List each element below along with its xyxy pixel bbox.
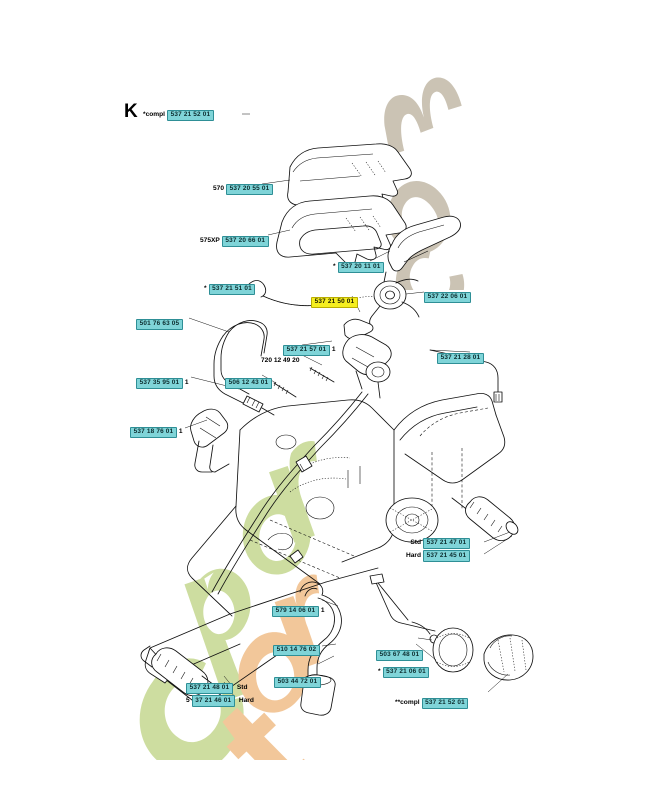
part-number-throttle-cable[interactable]: 537 21 28 01 xyxy=(437,352,484,364)
part-number-screw-720: 720 12 49 20 xyxy=(261,357,300,364)
part-number-grommet[interactable]: 506 12 43 01 xyxy=(225,377,272,389)
part-number-choke-rod[interactable]: 537 22 06 01 xyxy=(424,291,471,303)
link-arm-suffix: 1 xyxy=(178,428,183,435)
label-handle-grip: *537 20 11 01 xyxy=(333,256,385,273)
label-screw-720: 720 12 49 20 xyxy=(261,350,300,366)
chain-catcher xyxy=(295,455,313,473)
part-number-570-cover[interactable]: 537 20 55 01 xyxy=(226,183,273,195)
handle-grip-prefix: * xyxy=(333,263,336,270)
part-number-throttle-wire[interactable]: 537 21 51 01 xyxy=(208,283,256,295)
part-number-link-arm[interactable]: 537 18 76 01 xyxy=(130,426,177,438)
part-number-handle-grip[interactable]: 537 20 11 01 xyxy=(337,261,385,273)
cap-retainer xyxy=(369,573,439,644)
label-choke-lever-highlighted: 537 21 50 01 xyxy=(311,291,358,308)
label-oil-tank-vent: 503 44 72 01 xyxy=(274,671,321,688)
part-number-av-spring-hard[interactable]: 537 21 45 01 xyxy=(423,550,470,562)
part-number-cap-compl[interactable]: 537 21 52 01 xyxy=(421,697,469,709)
av-lower-std-row: 537 21 48 01 Std xyxy=(186,683,254,695)
av-spring-hard-row: Hard 537 21 45 01 xyxy=(404,550,470,562)
label-throttle-cable: 537 21 28 01 xyxy=(437,347,484,364)
part-number-575xp-cover[interactable]: 537 20 66 01 xyxy=(221,235,269,247)
cover-575xp xyxy=(276,195,407,266)
label-grommet: 506 12 43 01 xyxy=(225,372,272,389)
compl-part-number[interactable]: 537 21 52 01 xyxy=(166,109,214,121)
label-cap-retainer: 503 67 48 01 xyxy=(376,644,423,661)
part-number-av-lower-hard[interactable]: 37 21 46 01 xyxy=(191,695,235,707)
part-number-choke-lever[interactable]: 537 21 50 01 xyxy=(311,296,358,308)
oil-cap xyxy=(432,627,534,681)
part-number-av-lower-std[interactable]: 537 21 48 01 xyxy=(186,683,233,695)
av-spring-upper xyxy=(451,496,519,542)
oil-hose-suffix: 1 xyxy=(320,607,325,614)
part-number-fuel-hose[interactable]: 501 76 63 05 xyxy=(136,318,183,330)
throttle-cable-run xyxy=(211,391,369,595)
fuel-filter-suffix: 1 xyxy=(184,379,189,386)
av-spring-std-row: Std 537 21 47 01 xyxy=(404,538,470,550)
compl-prefix: *compl xyxy=(143,111,165,118)
part-number-oil-tank-vent[interactable]: 503 44 72 01 xyxy=(274,676,321,688)
part-number-oil-pickup[interactable]: 510 14 76 02 xyxy=(273,644,320,656)
label-cap-seal: *537 21 06 01 xyxy=(378,661,430,678)
label-fuel-hose: 501 76 63 05 xyxy=(136,313,183,330)
cap-seal-prefix: * xyxy=(378,668,381,675)
label-av-spring-lower-group: 537 21 48 01 Std 5 37 21 46 01 Hard xyxy=(186,683,254,708)
av-hard-text: Hard xyxy=(405,551,421,559)
av-lower-hard-row: 5 37 21 46 01 Hard xyxy=(186,695,254,707)
handle-grip xyxy=(383,215,461,290)
cap-compl-prefix: **compl xyxy=(395,699,420,706)
cover-570 xyxy=(287,143,412,213)
model-575xp-name: 575XP xyxy=(200,237,220,244)
part-number-cap-retainer[interactable]: 503 67 48 01 xyxy=(376,649,423,661)
label-throttle-wire: *537 21 51 01 xyxy=(204,278,256,295)
part-number-cap-seal[interactable]: 537 21 06 01 xyxy=(382,666,430,678)
part-number-av-spring-std[interactable]: 537 21 47 01 xyxy=(423,538,470,550)
part-number-oil-hose[interactable]: 579 14 06 01 xyxy=(272,605,319,617)
label-choke-rod: 537 22 06 01 xyxy=(424,286,471,303)
throttle-wire-prefix: * xyxy=(204,285,207,292)
trigger-lockout xyxy=(190,408,230,473)
fasteners xyxy=(273,349,503,403)
av-lower-hard-prefix: 5 xyxy=(186,696,190,704)
label-oil-pickup: 510 14 76 02 xyxy=(273,639,320,656)
label-av-spring-upper-group: Std 537 21 47 01 Hard 537 21 45 01 xyxy=(404,538,470,563)
av-std-text: Std xyxy=(410,539,421,547)
part-number-fuel-filter[interactable]: 537 35 95 01 xyxy=(136,377,183,389)
part-number-trigger-lockout[interactable]: 537 21 57 01 xyxy=(283,344,330,356)
model-570-name: 570 xyxy=(213,185,225,192)
carburetor-block xyxy=(342,334,392,399)
av-lower-std-suffix: Std xyxy=(236,684,248,692)
section-letter: K xyxy=(124,101,138,122)
trigger-lockout-suffix: 1 xyxy=(331,346,336,353)
fuel-hose xyxy=(213,320,275,416)
chainsaw-body xyxy=(144,392,506,705)
av-lower-hard-suffix: Hard xyxy=(238,696,254,704)
